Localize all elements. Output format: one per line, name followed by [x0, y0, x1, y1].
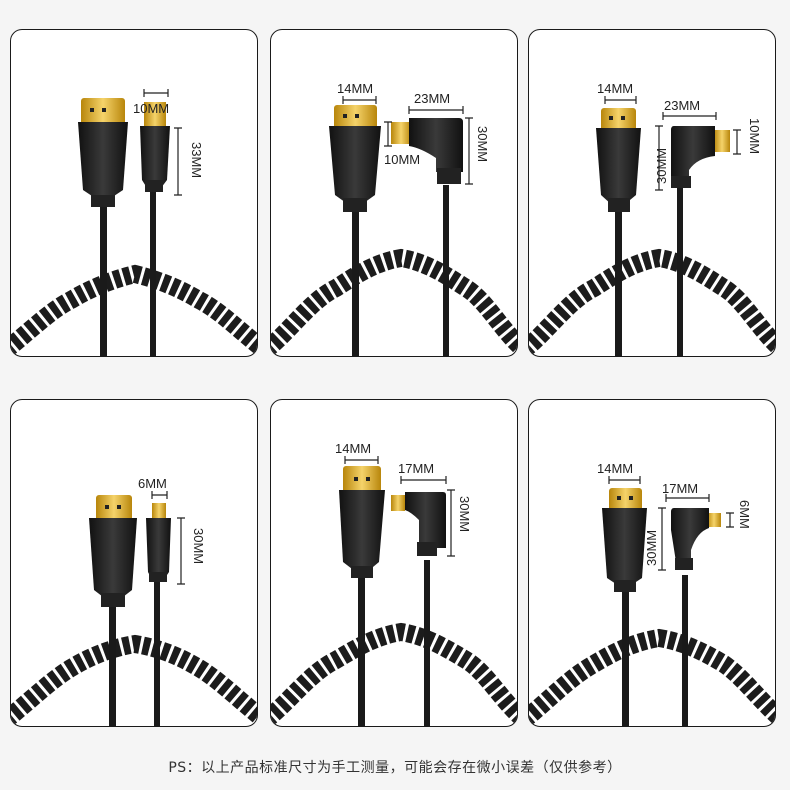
- dim-tip-label: 10MM: [747, 118, 762, 155]
- cable-illustration: [11, 491, 257, 726]
- dim-height-label: 30MM: [457, 496, 472, 533]
- dim-angle-width-label: 23MM: [414, 91, 451, 106]
- product-panel-right-angle-micro-right: 14MM 17MM 30MM 6MM: [528, 399, 776, 727]
- product-panel-straight-mini-hdmi: 10MM 33MM: [10, 29, 258, 357]
- dim-height-label: 30MM: [654, 147, 669, 184]
- dim-tip-label: 10MM: [384, 152, 421, 167]
- dim-angle-width-label: 17MM: [662, 481, 699, 496]
- dim-height-label: 30MM: [644, 529, 659, 566]
- product-panel-straight-micro-hdmi: 6MM 30MM: [10, 399, 258, 727]
- product-panel-right-angle-micro-left: 14MM 17MM 30MM: [270, 399, 518, 727]
- product-panel-right-angle-mini-right: 14MM 23MM 30MM 10MM: [528, 29, 776, 357]
- measurement-disclaimer: PS：以上产品标准尺寸为手工测量，可能会存在微小误差（仅供参考）: [168, 760, 622, 776]
- dim-hdmi-width-label: 14MM: [597, 81, 634, 96]
- dim-hdmi-width-label: 14MM: [597, 461, 634, 476]
- cable-illustration: [529, 96, 775, 356]
- dim-hdmi-width-label: 14MM: [337, 81, 374, 96]
- product-panel-right-angle-mini-left: 14MM 23MM 30MM 10MM: [270, 29, 518, 357]
- dim-height-label: 33MM: [189, 142, 204, 179]
- cable-illustration: [271, 456, 517, 726]
- dim-height-label: 30MM: [191, 528, 206, 565]
- cable-illustration: [529, 476, 775, 726]
- dim-width-label: 6MM: [138, 476, 167, 491]
- cable-illustration: [11, 89, 257, 356]
- cable-illustration: [271, 96, 517, 356]
- dim-tip-label: 6MM: [737, 500, 752, 529]
- dim-angle-width-label: 17MM: [398, 461, 435, 476]
- dim-hdmi-width-label: 14MM: [335, 441, 372, 456]
- dim-angle-width-label: 23MM: [664, 98, 701, 113]
- dim-width-label: 10MM: [133, 101, 170, 116]
- dim-height-label: 30MM: [475, 126, 490, 163]
